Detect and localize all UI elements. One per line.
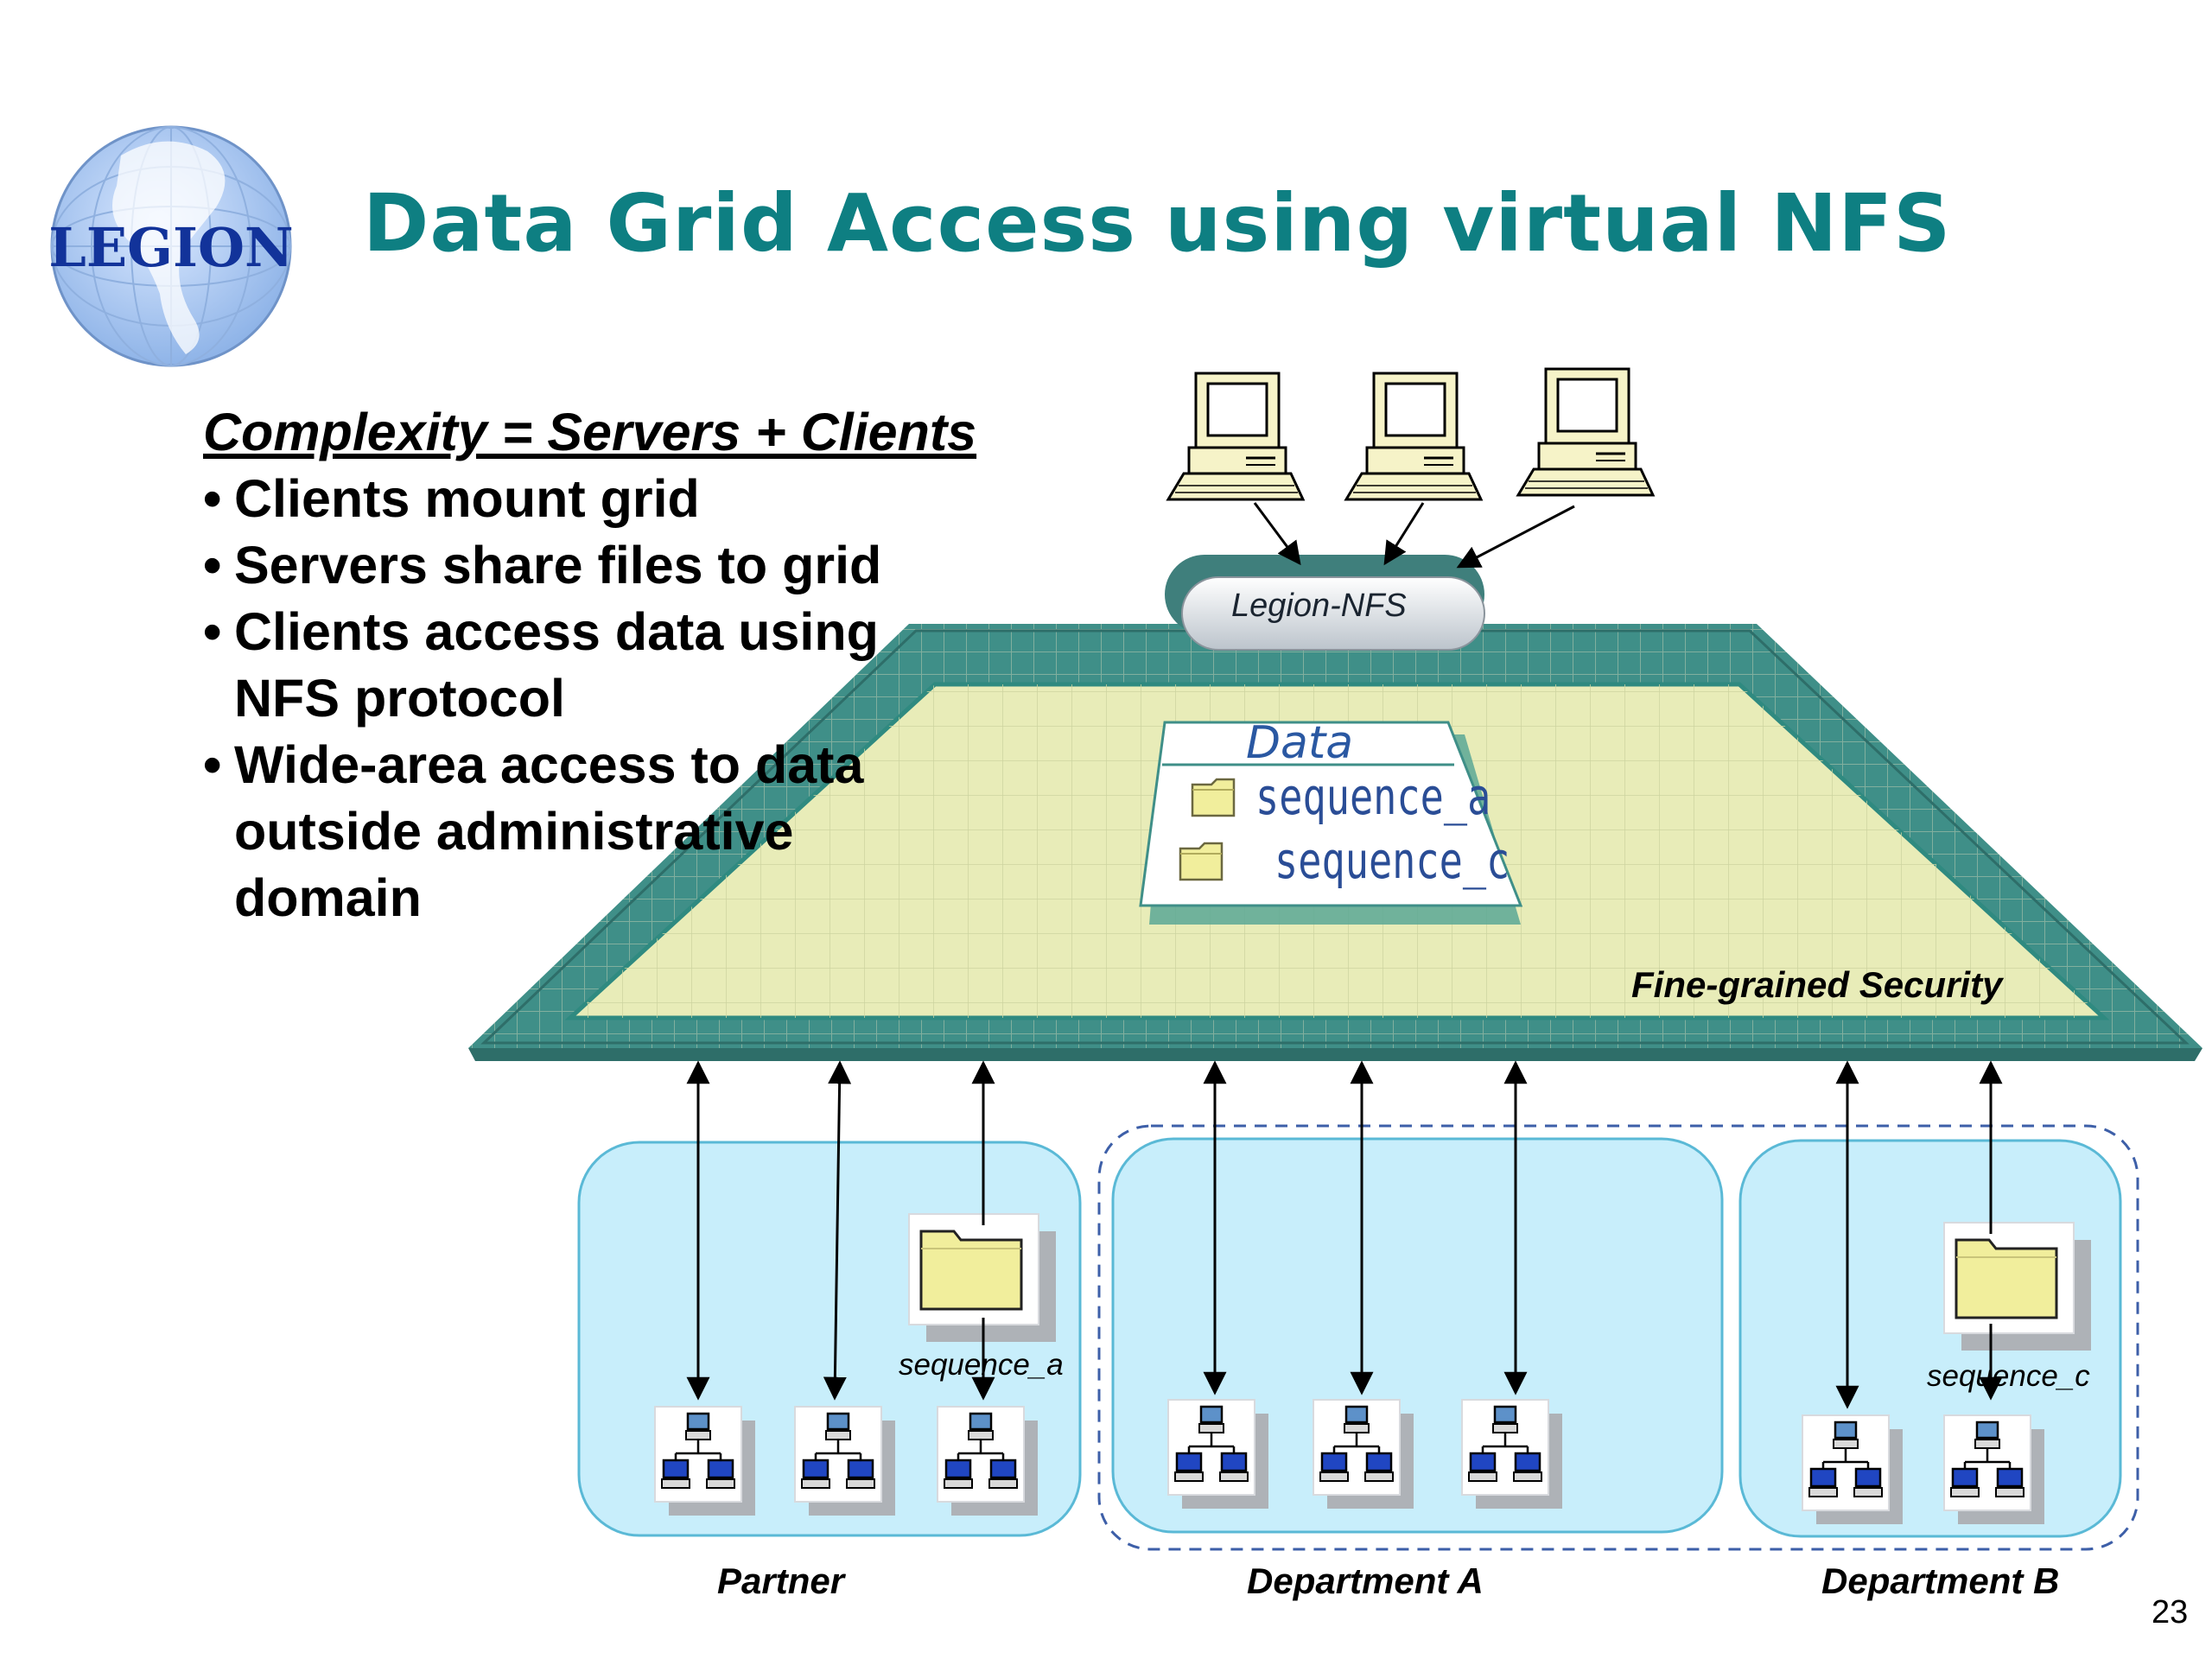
bullet-marker: • — [203, 602, 222, 661]
desktop-computer-icon — [1166, 372, 1305, 501]
bullet-text: outside administrative — [234, 802, 794, 861]
data-entry-sequence-c: sequence_c — [1274, 831, 1510, 890]
bullet-text: Wide-area access to data — [234, 735, 864, 794]
network-server-icon — [1942, 1414, 2046, 1526]
network-server-icon — [793, 1405, 897, 1517]
bullet-line: • Wide-area access to data — [203, 732, 1119, 798]
bullet-line: domain — [203, 865, 1119, 931]
network-server-icon — [1166, 1398, 1270, 1510]
globe-icon — [50, 125, 292, 367]
bullet-heading: Complexity = Servers + Clients — [203, 403, 977, 461]
bullet-marker: • — [203, 735, 222, 794]
bullet-text: Clients access data using — [234, 602, 879, 661]
folder-icon — [1179, 842, 1224, 881]
group-label-department-b: Department B — [1821, 1560, 2060, 1601]
bullet-marker — [203, 798, 234, 865]
bullet-line: • Clients mount grid — [203, 466, 1119, 532]
desktop-computer-icon — [1516, 367, 1655, 497]
bullet-line: • Servers share files to grid — [203, 532, 1119, 599]
bullet-line: outside administrative — [203, 798, 1119, 865]
client-to-nfs-arrows — [1253, 502, 1575, 569]
bullet-text: Servers share files to grid — [234, 536, 882, 594]
folder-icon — [1191, 778, 1236, 817]
departments-boundary — [1097, 1124, 2139, 1551]
bullet-text: Clients mount grid — [234, 469, 700, 528]
network-server-icon — [936, 1405, 1039, 1517]
grid-connection-arrows — [686, 1060, 2003, 1409]
legion-nfs-node — [1165, 555, 1485, 651]
bullet-text: NFS protocol — [234, 669, 565, 728]
servers — [653, 1398, 2046, 1526]
legion-logo: LEGION — [48, 125, 294, 367]
client-computers — [1166, 367, 1655, 501]
bullet-marker — [203, 865, 234, 931]
bullet-text: domain — [234, 868, 422, 927]
group-label-department-a: Department A — [1247, 1560, 1484, 1601]
bullet-marker: • — [203, 536, 222, 594]
network-server-icon — [653, 1405, 757, 1517]
bullet-marker: • — [203, 469, 222, 528]
legion-nfs-label: Legion-NFS — [1231, 588, 1407, 624]
folder-icon — [1942, 1221, 2093, 1352]
bullet-list: Complexity = Servers + Clients • Clients… — [203, 399, 1119, 931]
group-label-partner: Partner — [717, 1560, 845, 1601]
data-entry-sequence-a: sequence_a — [1255, 767, 1491, 826]
page-title: Data Grid Access using virtual NFS — [363, 177, 1952, 270]
data-panel-title: Data — [1246, 717, 1354, 769]
file-label-sequence-a: sequence_a — [899, 1348, 1064, 1382]
desktop-computer-icon — [1344, 372, 1483, 501]
data-panel — [1139, 721, 1523, 925]
network-server-icon — [1801, 1414, 1904, 1526]
bullet-marker — [203, 665, 234, 732]
network-server-icon — [1312, 1398, 1415, 1510]
network-server-icon — [1460, 1398, 1564, 1510]
bullet-line: NFS protocol — [203, 665, 1119, 732]
logo-text: LEGION — [48, 216, 293, 279]
file-label-sequence-c: sequence_c — [1927, 1359, 2090, 1393]
bullet-line: • Clients access data using — [203, 599, 1119, 665]
security-label: Fine-grained Security — [1631, 964, 2003, 1005]
page-number: 23 — [2152, 1594, 2189, 1630]
